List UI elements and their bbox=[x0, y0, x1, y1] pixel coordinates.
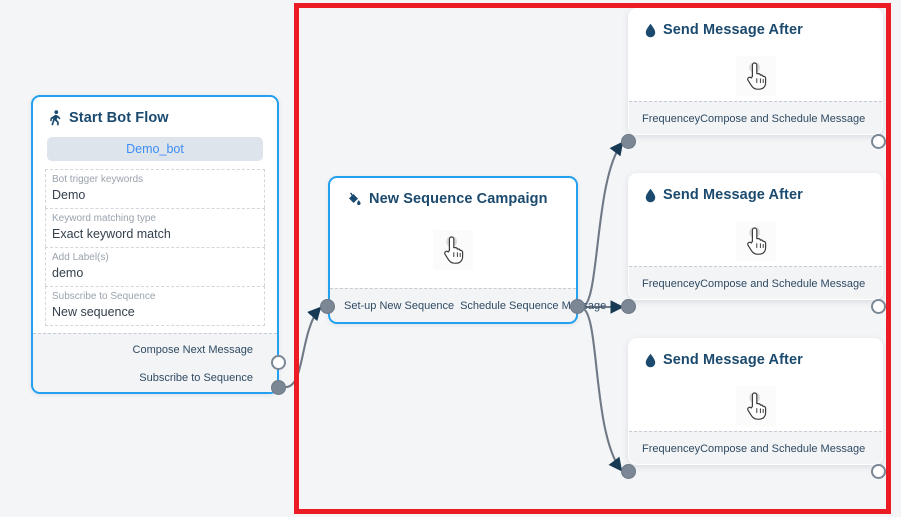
node-footer: Frequencey Compose and Schedule Message bbox=[629, 101, 882, 134]
node-body bbox=[629, 56, 882, 96]
node-start-bot-flow[interactable]: Start Bot Flow Demo_bot Bot trigger keyw… bbox=[31, 95, 279, 394]
field-value: New sequence bbox=[52, 305, 135, 319]
node-footer: Frequencey Compose and Schedule Message bbox=[629, 266, 882, 299]
field-list: Bot trigger keywords Demo Keyword matchi… bbox=[45, 169, 265, 326]
node-header: Send Message After bbox=[629, 174, 882, 207]
port-compose-and-schedule-message-3[interactable] bbox=[871, 464, 886, 479]
port-frequencey-1[interactable] bbox=[621, 134, 636, 149]
field-value: Demo bbox=[52, 188, 86, 202]
edge-sequence-to-message-1 bbox=[581, 141, 624, 309]
port-row-compose-next-message[interactable]: Compose Next Message bbox=[33, 336, 253, 364]
port-label-in: Frequencey bbox=[642, 277, 701, 290]
port-label-out: Compose and Schedule Message bbox=[700, 112, 866, 125]
node-title: Start Bot Flow bbox=[69, 110, 169, 126]
hand-pointer-icon bbox=[735, 221, 776, 261]
field-label: Bot trigger keywords bbox=[52, 174, 144, 185]
hand-pointer-icon bbox=[433, 230, 473, 270]
water-droplet-icon bbox=[645, 23, 656, 38]
port-label-in: Frequencey bbox=[642, 442, 701, 455]
node-title: Send Message After bbox=[663, 352, 803, 368]
node-footer: Frequencey Compose and Schedule Message bbox=[629, 431, 882, 464]
field-label: Keyword matching type bbox=[52, 213, 156, 224]
node-body bbox=[629, 221, 882, 261]
field-label: Add Label(s) bbox=[52, 252, 109, 263]
node-title: Send Message After bbox=[663, 187, 803, 203]
node-send-message-after[interactable]: Send Message After Frequencey Compose an… bbox=[628, 173, 883, 300]
port-row-setup-new-sequence[interactable]: Set-up New Sequence Schedule Sequence Me… bbox=[330, 289, 606, 323]
node-send-message-after[interactable]: Send Message After Frequencey Compose an… bbox=[628, 338, 883, 465]
water-droplet-icon bbox=[645, 188, 656, 203]
port-row[interactable]: Frequencey Compose and Schedule Message bbox=[629, 102, 882, 135]
node-send-message-after[interactable]: Send Message After Frequencey Compose an… bbox=[628, 8, 883, 135]
edge-start-to-sequence bbox=[285, 306, 322, 389]
field-row[interactable]: Subscribe to Sequence New sequence bbox=[45, 286, 265, 326]
port-row[interactable]: Frequencey Compose and Schedule Message bbox=[629, 432, 882, 465]
port-compose-and-schedule-message-2[interactable] bbox=[871, 299, 886, 314]
port-compose-and-schedule-message-1[interactable] bbox=[871, 134, 886, 149]
edge-sequence-to-message-3 bbox=[581, 306, 623, 472]
port-row[interactable]: Frequencey Compose and Schedule Message bbox=[629, 267, 882, 300]
node-header: Send Message After bbox=[629, 9, 882, 42]
port-label-out: Compose and Schedule Message bbox=[700, 277, 866, 290]
node-title: Send Message After bbox=[663, 22, 803, 38]
port-frequencey-2[interactable] bbox=[621, 299, 636, 314]
hand-pointer-icon bbox=[735, 386, 776, 426]
node-header: Start Bot Flow bbox=[33, 97, 277, 130]
running-person-icon bbox=[49, 110, 62, 126]
port-label-in: Frequencey bbox=[642, 112, 701, 125]
node-new-sequence-campaign[interactable]: New Sequence Campaign Set-up New Sequenc… bbox=[328, 176, 606, 324]
port-compose-next-message[interactable] bbox=[271, 355, 286, 370]
node-footer: Compose Next Message Subscribe to Sequen… bbox=[33, 333, 277, 392]
hand-pointer-icon bbox=[735, 56, 776, 96]
field-value: demo bbox=[52, 266, 84, 280]
port-setup-new-sequence[interactable] bbox=[320, 299, 335, 314]
port-row-subscribe-to-sequence[interactable]: Subscribe to Sequence bbox=[33, 364, 253, 392]
field-value: Exact keyword match bbox=[52, 227, 171, 241]
field-row[interactable]: Bot trigger keywords Demo bbox=[45, 169, 265, 208]
port-label: Subscribe to Sequence bbox=[139, 372, 253, 384]
field-row[interactable]: Add Label(s) demo bbox=[45, 247, 265, 286]
node-body bbox=[629, 386, 882, 426]
node-footer: Set-up New Sequence Schedule Sequence Me… bbox=[330, 288, 606, 323]
port-subscribe-to-sequence[interactable] bbox=[271, 380, 286, 395]
bot-name-pill[interactable]: Demo_bot bbox=[47, 137, 263, 161]
port-frequencey-3[interactable] bbox=[621, 464, 636, 479]
water-droplet-icon bbox=[645, 353, 656, 368]
port-label: Compose Next Message bbox=[132, 344, 253, 356]
port-schedule-sequence-message[interactable] bbox=[570, 299, 585, 314]
node-title: New Sequence Campaign bbox=[369, 191, 548, 207]
port-label-out: Compose and Schedule Message bbox=[700, 442, 866, 455]
field-label: Subscribe to Sequence bbox=[52, 291, 156, 302]
node-header: Send Message After bbox=[629, 339, 882, 372]
node-body bbox=[330, 230, 576, 270]
node-header: New Sequence Campaign bbox=[330, 178, 576, 211]
paint-bucket-icon bbox=[346, 192, 362, 207]
port-label-out: Schedule Sequence Message bbox=[460, 300, 607, 312]
field-row[interactable]: Keyword matching type Exact keyword matc… bbox=[45, 208, 265, 247]
port-label-in: Set-up New Sequence bbox=[344, 300, 455, 312]
